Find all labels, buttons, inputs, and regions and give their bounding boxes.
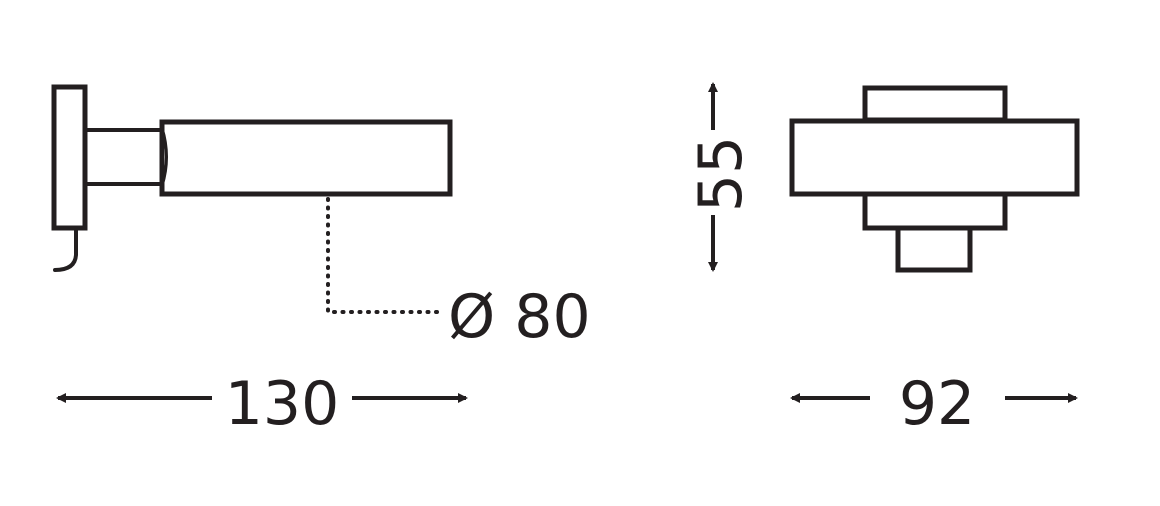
power-cable xyxy=(53,226,78,272)
diameter-label: Ø 80 xyxy=(448,282,591,352)
height-label: 55 xyxy=(686,136,756,212)
main-block xyxy=(789,118,1080,197)
wall-plate xyxy=(51,84,88,231)
width-label: 92 xyxy=(899,369,975,439)
side-view xyxy=(51,84,468,403)
diameter-leader-line xyxy=(326,197,442,314)
length-label: 130 xyxy=(225,369,340,439)
top-block xyxy=(862,85,1008,123)
lamp-tube xyxy=(159,119,453,197)
front-view xyxy=(708,82,1080,403)
base-block xyxy=(895,225,973,273)
lower-block xyxy=(862,191,1008,231)
